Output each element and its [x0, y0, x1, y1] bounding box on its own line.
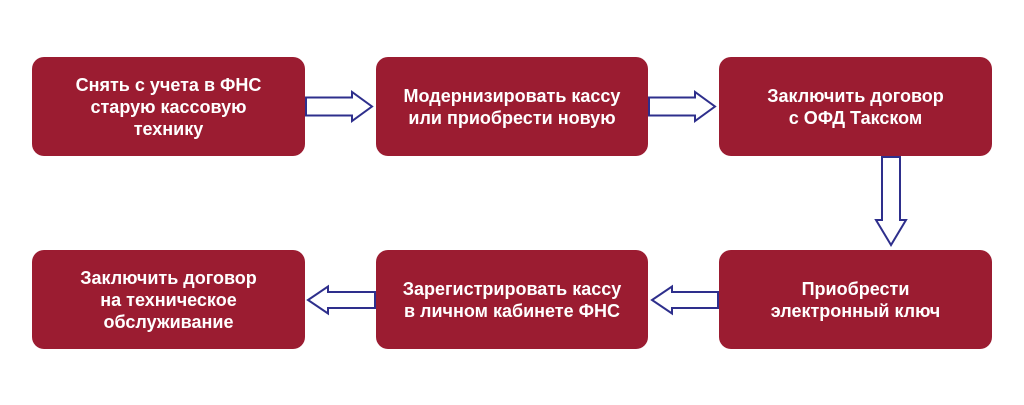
arrow-down-icon [874, 156, 908, 247]
step-label: Приобрести электронный ключ [770, 278, 941, 321]
step-label: Модернизировать кассу или приобрести нов… [403, 85, 621, 128]
arrow-left-icon [650, 284, 719, 316]
step-service-contract: Заключить договор на техническое обслужи… [32, 250, 305, 349]
step-label: Заключить договор с ОФД Такском [767, 85, 944, 128]
step-label: Заключить договор на техническое обслужи… [80, 267, 257, 332]
arrow-right-icon [305, 90, 374, 123]
arrow-left-icon [306, 284, 376, 316]
step-contract-ofd: Заключить договор с ОФД Такском [719, 57, 992, 156]
step-upgrade-or-buy-register: Модернизировать кассу или приобрести нов… [376, 57, 648, 156]
step-register-in-fns-account: Зарегистрировать кассу в личном кабинете… [376, 250, 648, 349]
arrow-right-icon [648, 90, 717, 123]
step-label: Снять с учета в ФНС старую кассовую техн… [75, 74, 262, 139]
step-buy-electronic-key: Приобрести электронный ключ [719, 250, 992, 349]
step-deregister-old-register: Снять с учета в ФНС старую кассовую техн… [32, 57, 305, 156]
step-label: Зарегистрировать кассу в личном кабинете… [402, 278, 622, 321]
